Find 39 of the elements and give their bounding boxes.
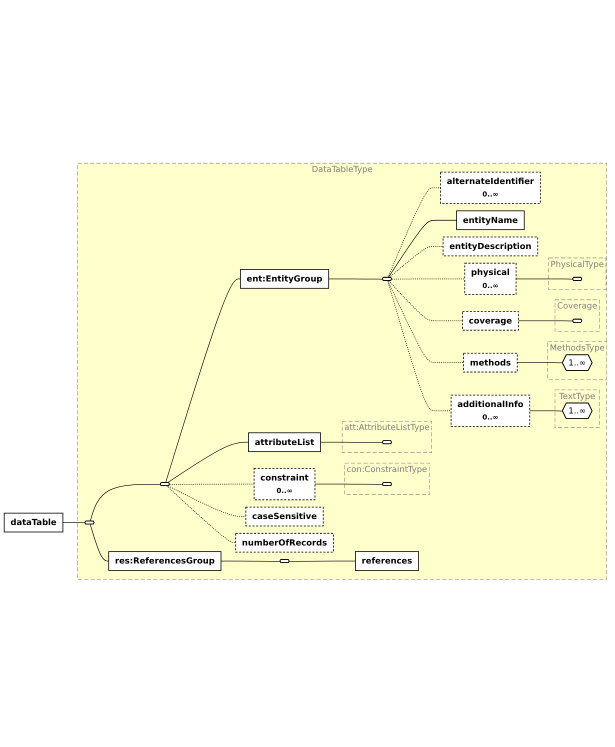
node-box: coverage: [462, 311, 519, 331]
node-box: dataTable: [4, 512, 64, 533]
connector: [328, 278, 383, 280]
connector: [516, 278, 574, 280]
node-box: res:ReferencesGroup: [108, 551, 222, 572]
connector: [518, 320, 574, 322]
connector: [387, 280, 452, 412]
connector: [388, 188, 441, 278]
connector: [220, 560, 281, 562]
node-box: ent:EntityGroup: [240, 269, 330, 289]
node-box: methods: [463, 353, 518, 373]
connector: [168, 486, 246, 518]
connector: [62, 522, 86, 524]
node-box: entityName: [456, 210, 525, 230]
node-box: references: [355, 551, 419, 572]
node-box: attributeList: [248, 432, 321, 452]
cluster: PhysicalType: [548, 258, 606, 290]
connector: [314, 484, 383, 485]
connector: [320, 442, 383, 443]
connector: [388, 246, 444, 278]
connector: [90, 484, 161, 522]
connector: [289, 560, 356, 562]
node-box: caseSensitive: [245, 506, 324, 527]
connector: [516, 362, 563, 364]
node-box: entityDescription: [442, 236, 538, 256]
connector: [388, 280, 463, 322]
connector: [169, 484, 254, 485]
connector: [391, 278, 466, 280]
connector: [529, 410, 563, 412]
connector: [388, 220, 457, 278]
cluster: att:AttributeListType: [342, 421, 432, 454]
cluster: con:ConstraintType: [344, 463, 430, 496]
node-box: numberOfRecords: [235, 533, 334, 553]
connector: [166, 486, 236, 544]
connector: [167, 442, 249, 484]
cluster: Coverage: [554, 300, 600, 332]
connector: [90, 524, 110, 562]
connector: [388, 280, 464, 364]
connector: [165, 278, 241, 484]
